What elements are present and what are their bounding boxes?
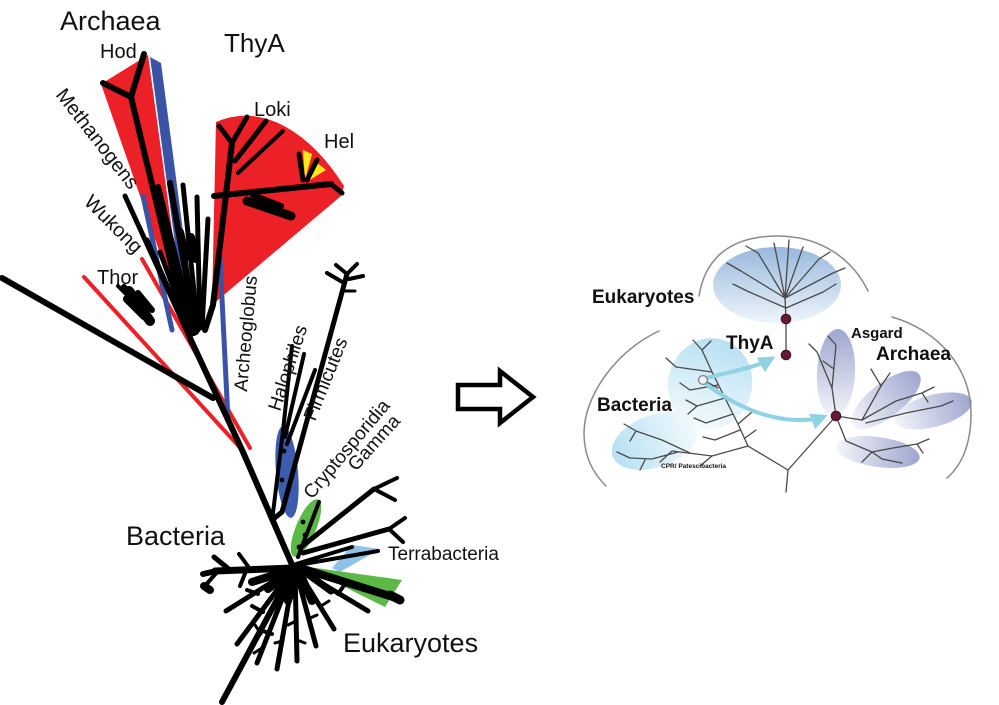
hgt-arrow-to-thya bbox=[705, 356, 776, 380]
bacteria-label-right: Bacteria bbox=[597, 395, 672, 416]
hgt-arrows bbox=[704, 356, 828, 430]
eukaryotes-label-left: Eukaryotes bbox=[343, 628, 478, 658]
bacteria-source-node bbox=[697, 374, 709, 386]
hel-yellow-sliver-1 bbox=[303, 150, 312, 180]
right-schematic-labels: Eukaryotes ThyA Asgard Archaea Bacteria … bbox=[592, 287, 951, 470]
group-arcs bbox=[583, 235, 972, 487]
clade-label-hel: Hel bbox=[324, 131, 354, 153]
clade-label-terrabacteria: Terrabacteria bbox=[388, 544, 499, 565]
clade-label-archeoglobus: Archeoglobus bbox=[231, 275, 262, 393]
schematic-branches bbox=[616, 239, 954, 493]
clade-dots bbox=[279, 448, 308, 550]
archaea-petal-4 bbox=[836, 436, 920, 468]
archaea-petal-2 bbox=[851, 370, 921, 430]
right-arrow-icon bbox=[455, 366, 537, 428]
archeoglobus-blue-line bbox=[217, 255, 231, 423]
right-schematic: Eukaryotes ThyA Asgard Archaea Bacteria … bbox=[583, 235, 972, 493]
asgard-label: Asgard bbox=[851, 325, 903, 342]
thya-node-eukaryotes bbox=[780, 313, 792, 325]
archaea-label-right: Archaea bbox=[876, 344, 951, 365]
clade-label-loki: Loki bbox=[254, 99, 291, 121]
clade-label-hod: Hod bbox=[100, 41, 137, 63]
clade-label-thor: Thor bbox=[97, 267, 138, 289]
hgt-arrow-to-archaea bbox=[704, 382, 828, 430]
tree-branches bbox=[0, 51, 407, 705]
left-phylogenetic-tree: Archaea ThyA Hod Loki Hel Methanogens Wu… bbox=[0, 6, 499, 705]
thya-label-right: ThyA bbox=[726, 333, 774, 354]
thor-red-line-1 bbox=[82, 275, 246, 454]
hel-yellow-sliver-2 bbox=[308, 162, 326, 181]
archaea-title: Archaea bbox=[60, 6, 162, 36]
archaea-petal-asgard bbox=[816, 329, 856, 417]
eukaryotes-label-right: Eukaryotes bbox=[592, 287, 694, 308]
cpr-patescibacteria-label: CPR/ Patescibacteria bbox=[661, 463, 726, 470]
thya-node-middle bbox=[780, 349, 792, 361]
thya-node-archaea bbox=[830, 410, 842, 422]
thya-label-left: ThyA bbox=[224, 28, 285, 58]
bacteria-fan-lower bbox=[611, 412, 699, 470]
thya-nodes bbox=[697, 313, 842, 422]
bacteria-label-left: Bacteria bbox=[126, 521, 226, 551]
